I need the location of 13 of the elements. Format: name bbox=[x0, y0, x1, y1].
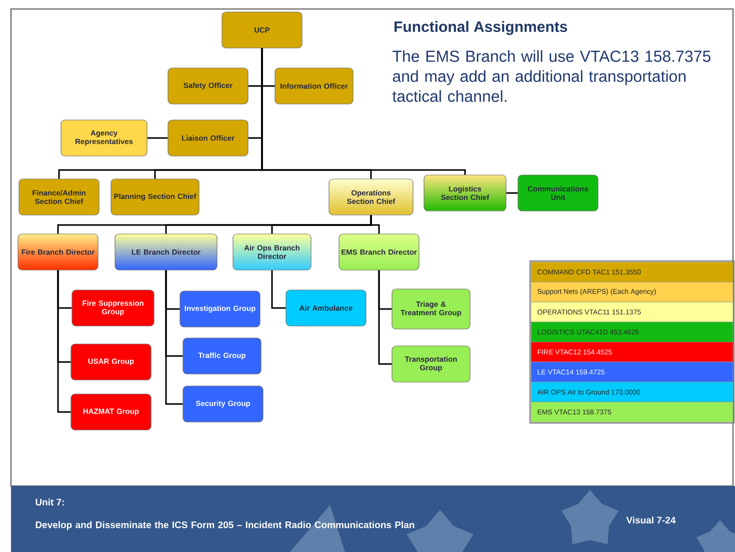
connector-line bbox=[147, 137, 168, 139]
body-text: The EMS Branch will use VTAC13 158.7375 and may add an additional transportation tactical channel. bbox=[392, 50, 710, 102]
connector-line bbox=[506, 192, 518, 194]
connector-line bbox=[261, 48, 466, 175]
connector-line bbox=[370, 215, 380, 234]
unit-label: Unit 7: bbox=[36, 498, 64, 506]
connector-line bbox=[57, 270, 71, 413]
slide-number: Visual 7-24 bbox=[626, 516, 676, 524]
connector-line bbox=[165, 270, 183, 405]
connector-line bbox=[378, 270, 392, 365]
title: Functional Assignments bbox=[394, 20, 568, 36]
connector-line bbox=[271, 270, 286, 309]
footer-title: Develop and Disseminate the ICS Form 205 – Incident Radio Communications Plan bbox=[36, 521, 414, 530]
